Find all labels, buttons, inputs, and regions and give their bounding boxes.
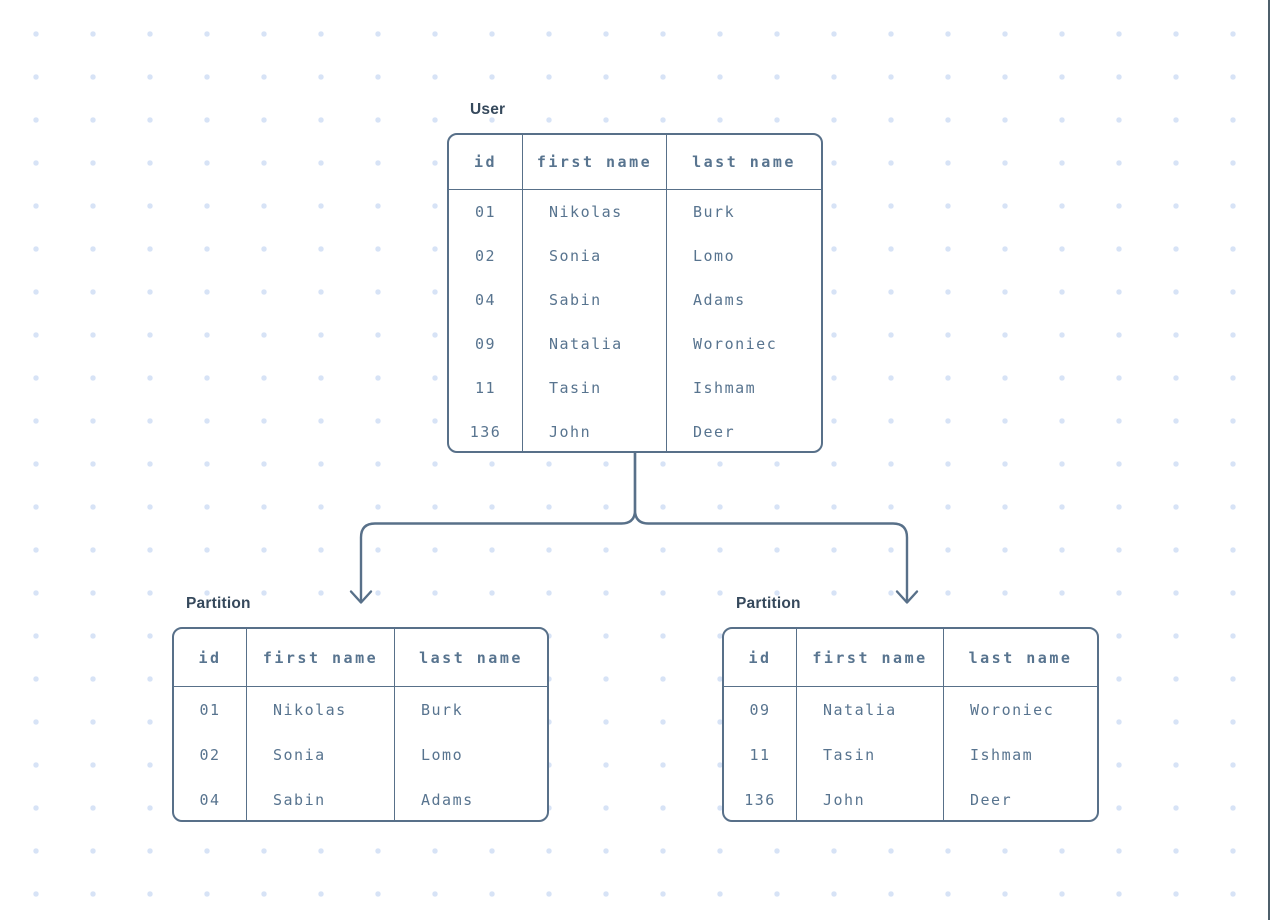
table-cell: 04 bbox=[449, 278, 523, 322]
table-cell: Adams bbox=[421, 790, 474, 809]
table-cell: Sabin bbox=[523, 278, 667, 322]
table-cell: Natalia bbox=[797, 687, 944, 732]
table-cell: Nikolas bbox=[523, 190, 667, 234]
table-cell: 09 bbox=[449, 322, 523, 366]
arrowhead-left-icon bbox=[349, 590, 373, 604]
column-header-cell: last name bbox=[395, 629, 547, 687]
table-cell: 11 bbox=[449, 366, 523, 410]
table-cell: Lomo bbox=[693, 247, 736, 265]
column-header-cell: id bbox=[449, 135, 523, 190]
partition-left-title: Partition bbox=[186, 595, 251, 612]
table-cell: Deer bbox=[970, 790, 1013, 809]
page-right-edge-line bbox=[1268, 0, 1270, 920]
table-cell: Sonia bbox=[247, 732, 395, 777]
column-header-cell: id bbox=[724, 629, 797, 687]
column-header-cell: first name bbox=[797, 629, 944, 687]
table-cell: Nikolas bbox=[247, 687, 395, 732]
table-cell: 09 bbox=[724, 687, 797, 732]
partition-right-title: Partition bbox=[736, 595, 801, 612]
table-cell: Ishmam bbox=[693, 379, 757, 397]
table-cell: 04 bbox=[174, 777, 247, 820]
table-cell: 01 bbox=[449, 190, 523, 234]
table-cell: Deer bbox=[693, 423, 736, 441]
table-cell: John bbox=[797, 777, 944, 820]
table-cell: Adams bbox=[693, 291, 746, 309]
table-cell: 02 bbox=[174, 732, 247, 777]
table-cell: Lomo bbox=[421, 745, 464, 764]
table-cell: Sonia bbox=[523, 234, 667, 278]
table-cell: 136 bbox=[449, 410, 523, 451]
user-table-title: User bbox=[470, 101, 506, 118]
table-cell: Natalia bbox=[523, 322, 667, 366]
table-cell: 02 bbox=[449, 234, 523, 278]
connector-left-branch bbox=[359, 450, 637, 602]
table-cell: Woroniec bbox=[970, 700, 1055, 719]
arrowhead-right-icon bbox=[895, 590, 919, 604]
table-cell: Tasin bbox=[523, 366, 667, 410]
column-header-cell: id bbox=[174, 629, 247, 687]
table-cell: Sabin bbox=[247, 777, 395, 820]
column-header-cell: first name bbox=[523, 135, 667, 190]
table-cell: 136 bbox=[724, 777, 797, 820]
table-cell: John bbox=[523, 410, 667, 451]
table-cell: Burk bbox=[421, 700, 464, 719]
table-cell: Tasin bbox=[797, 732, 944, 777]
table-cell: 01 bbox=[174, 687, 247, 732]
connector-right-branch bbox=[633, 450, 909, 602]
table-cell: Woroniec bbox=[693, 335, 778, 353]
column-header-cell: first name bbox=[247, 629, 395, 687]
table-cell: Burk bbox=[693, 203, 736, 221]
column-header-cell: last name bbox=[944, 629, 1097, 687]
table-cell: 11 bbox=[724, 732, 797, 777]
column-header-cell: last name bbox=[667, 135, 821, 190]
table-cell: Ishmam bbox=[970, 745, 1034, 764]
